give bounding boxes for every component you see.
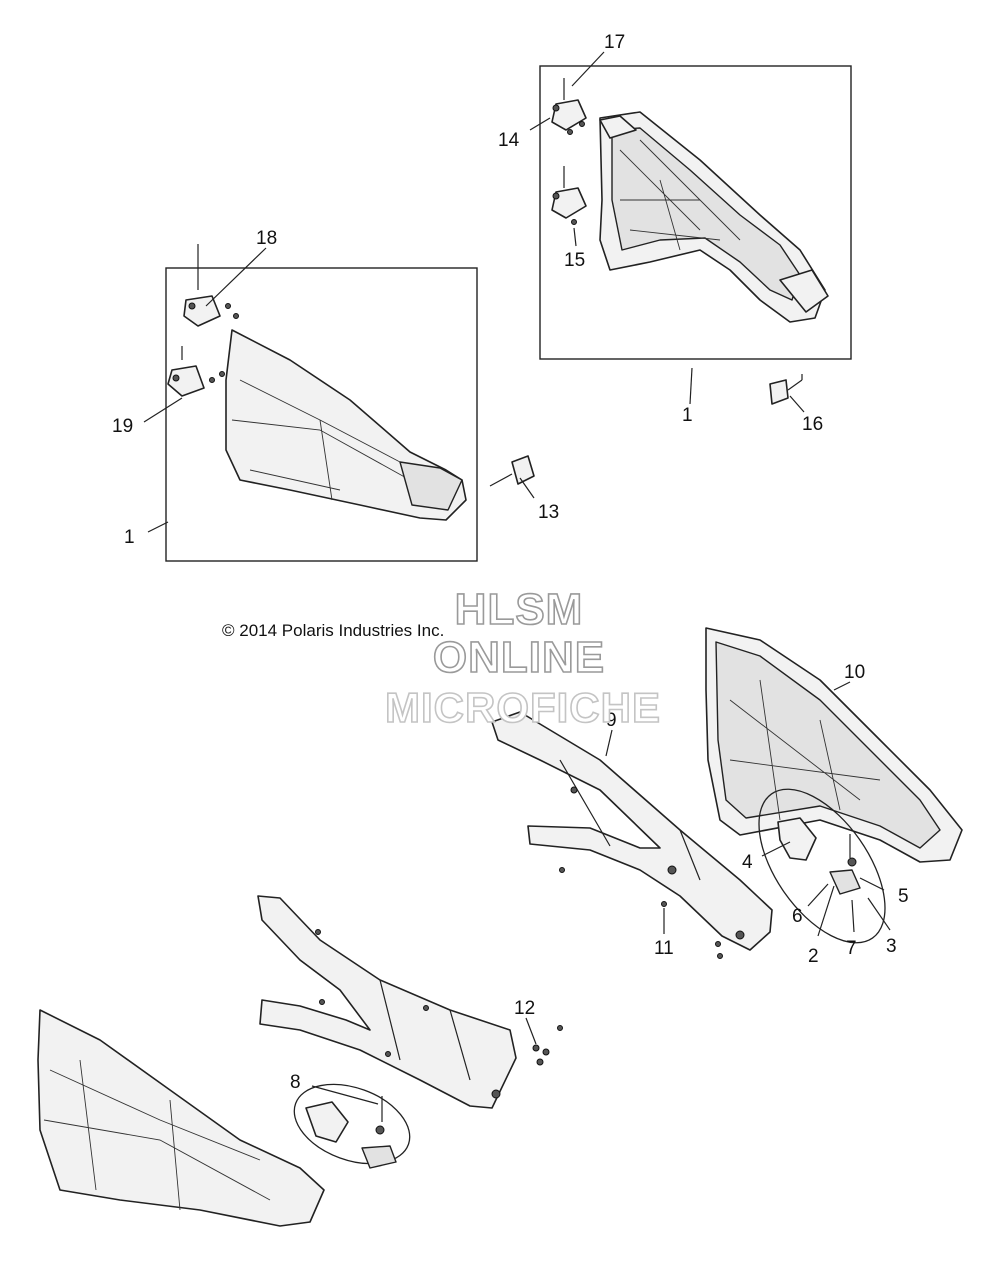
door-frame-9	[491, 711, 773, 951]
callout-9: 9	[606, 710, 617, 731]
latch-kit-oval-right	[758, 788, 886, 944]
striker-16	[769, 379, 789, 405]
leader-lines	[143, 51, 891, 1105]
callout-1-upper: 1	[682, 405, 693, 426]
frame-end-upper	[599, 115, 637, 139]
watermark-line-2: ONLINE	[433, 633, 605, 682]
hinge-left-a	[183, 244, 239, 327]
callout-17: 17	[604, 32, 625, 53]
assembly-box-left	[165, 244, 535, 562]
watermark-line-3: MICROFICHE	[385, 684, 661, 731]
assembly-box-upper-right	[539, 65, 852, 405]
callout-10: 10	[844, 662, 865, 683]
callout-19: 19	[112, 416, 133, 437]
latch-5	[829, 869, 861, 895]
hinge-upper-a	[551, 78, 587, 135]
callout-8: 8	[290, 1072, 301, 1093]
callout-6: 6	[792, 906, 803, 927]
callout-12: 12	[514, 998, 535, 1019]
callout-labels: 17 14 15 1 16 18 19 1 13 10 9 4 5 6 2 7 …	[112, 32, 909, 1093]
callout-4: 4	[742, 852, 753, 873]
latch-pocket-upper	[779, 269, 829, 313]
latch-lower	[361, 1145, 397, 1169]
hinge-left-b	[167, 346, 225, 397]
hinge-upper-b	[551, 166, 587, 225]
striker-13	[511, 455, 535, 485]
door-panel-lower	[37, 1009, 325, 1227]
watermark-line-1: HLSM	[455, 585, 584, 634]
callout-3: 3	[886, 936, 897, 957]
callout-5: 5	[898, 886, 909, 907]
copyright-text: © 2014 Polaris Industries Inc.	[222, 621, 444, 640]
door-panel-10	[705, 627, 963, 863]
callout-18: 18	[256, 228, 277, 249]
door-panel-left-tip	[399, 461, 463, 511]
latch-handle-8	[305, 1101, 349, 1143]
callout-7: 7	[846, 938, 857, 959]
callout-1-left: 1	[124, 527, 135, 548]
callout-13: 13	[538, 502, 559, 523]
assembly-outline	[539, 65, 852, 360]
latch-kit-oval-lower	[293, 1083, 411, 1169]
door-panel-upper-inner	[611, 127, 801, 301]
callout-14: 14	[498, 130, 520, 151]
callout-15: 15	[564, 250, 585, 271]
callout-2: 2	[808, 946, 819, 967]
latch-handle-4	[777, 817, 817, 861]
assembly-outline-left	[165, 267, 478, 562]
callout-16: 16	[802, 414, 823, 435]
fasteners	[315, 867, 723, 1066]
callout-11: 11	[654, 938, 674, 959]
watermark: HLSM ONLINE MICROFICHE	[384, 584, 661, 732]
door-frame-lower	[257, 895, 517, 1109]
